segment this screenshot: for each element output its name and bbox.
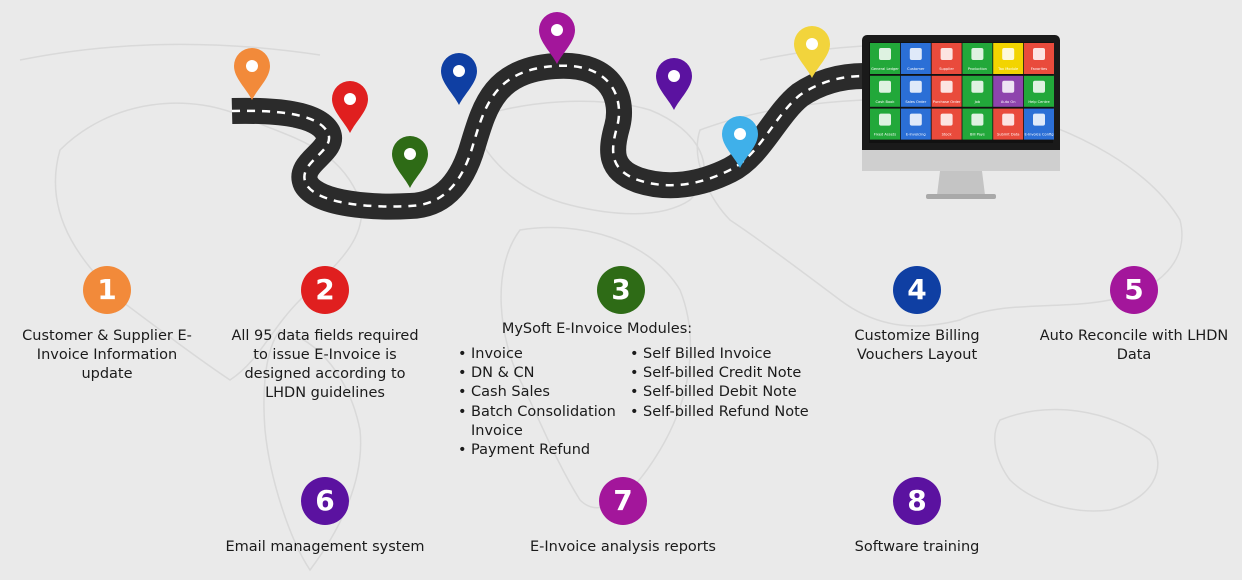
monitor-base (926, 194, 996, 199)
step-6: 6 Email management system (206, 477, 444, 557)
map-pin-icon (332, 81, 368, 133)
map-pin-icon (441, 53, 477, 105)
tile-label: Supplier (939, 67, 954, 71)
step-number-badge: 6 (301, 477, 349, 525)
step-number-badge: 8 (893, 477, 941, 525)
step-1: 1 Customer & Supplier E- Invoice Informa… (14, 266, 200, 384)
tile-label: E-Invoice Config (1024, 133, 1053, 137)
modules-list-right: Self Billed InvoiceSelf-billed Credit No… (630, 345, 810, 460)
module-item: Batch Consolidation Invoice (458, 403, 630, 441)
step-3: 3 MySoft E-Invoice Modules: InvoiceDN & … (458, 266, 816, 460)
map-pin-icon (794, 26, 830, 78)
monitor-chin (862, 150, 1060, 171)
map-pin-icon (722, 116, 758, 168)
modules-heading: MySoft E-Invoice Modules: (501, 321, 693, 337)
step-number-badge: 2 (301, 266, 349, 314)
tile-label: Submit Data (997, 133, 1019, 137)
step-caption: All 95 data fields required to issue E-I… (231, 328, 419, 401)
tile-label: Stock (942, 133, 953, 137)
invoicing-icon: E-Invoicing (900, 108, 931, 140)
stock-icon: Stock (931, 108, 962, 140)
map-pin-icon (392, 136, 428, 188)
tile-label: Favorites (1031, 67, 1047, 71)
tile-label: Production (968, 67, 987, 71)
step-2: 2 All 95 data fields required to issue E… (222, 266, 428, 403)
map-pin-icon (234, 48, 270, 100)
step-number-badge: 5 (1110, 266, 1158, 314)
step-caption: Software training (854, 539, 980, 555)
app-tile-grid: General Ledger Customer Supplier Production… (870, 43, 1054, 140)
module-item: Self-billed Credit Note (630, 364, 810, 383)
fixed-assets-icon: Fixed Assets (870, 108, 900, 140)
tile-label: Job (974, 100, 981, 104)
bill-icon: Bill Pays (962, 108, 993, 140)
heart-icon: Favorites (1024, 43, 1054, 74)
step-number-badge: 4 (893, 266, 941, 314)
tile-label: General Ledger (871, 67, 899, 71)
autoon-icon: Auto On (993, 75, 1024, 107)
step-number-badge: 1 (83, 266, 131, 314)
step-caption: Auto Reconcile with LHDN Data (1039, 328, 1229, 363)
modules-list-left: InvoiceDN & CNCash SalesBatch Consolidat… (458, 345, 630, 460)
step-caption: Customer & Supplier E- Invoice Informati… (22, 328, 192, 382)
step-number-badge: 3 (597, 266, 645, 314)
module-item: Self-billed Debit Note (630, 383, 810, 402)
tile-label: Sales Order (905, 100, 926, 104)
module-item: Invoice (458, 345, 630, 364)
supplier-icon: Supplier (931, 43, 962, 74)
module-item: Cash Sales (458, 383, 630, 402)
ledger-icon: General Ledger (870, 43, 900, 74)
production-icon: Production (962, 43, 993, 74)
step-number-badge: 7 (599, 477, 647, 525)
job-icon: Job (962, 75, 993, 107)
step-7: 7 E-Invoice analysis reports (504, 477, 742, 557)
tile-label: Tax Module (997, 67, 1019, 71)
module-item: Self-billed Refund Note (630, 403, 810, 422)
order-icon: Sales Order (900, 75, 931, 107)
step-caption: E-Invoice analysis reports (529, 539, 716, 555)
tile-label: Cash Book (876, 100, 896, 104)
computer-monitor: General Ledger Customer Supplier Production… (862, 35, 1060, 199)
tile-label: Fixed Assets (874, 133, 896, 137)
tile-label: Customer (907, 67, 925, 71)
module-item: Payment Refund (458, 441, 630, 460)
einvoice-icon: E-Invoice Config (1024, 108, 1054, 140)
location-pins (234, 12, 830, 188)
modules-columns: InvoiceDN & CNCash SalesBatch Consolidat… (458, 345, 816, 460)
submit-icon: Submit Data (993, 108, 1024, 140)
step-caption: Customize Billing Vouchers Layout (854, 328, 980, 363)
customer-icon: Customer (900, 43, 931, 74)
map-pin-icon (656, 58, 692, 110)
purchase-icon: Purchase Order (931, 75, 962, 107)
sst-icon: Tax Module (993, 43, 1024, 74)
tile-label: E-Invoicing (906, 133, 926, 137)
road-surface (231, 52, 865, 220)
winding-road (231, 52, 865, 220)
help-icon: Help Centre (1024, 75, 1054, 107)
step-8: 8 Software training (818, 477, 1016, 557)
tile-label: Help Centre (1028, 100, 1050, 104)
module-item: Self Billed Invoice (630, 345, 810, 364)
cash-icon: Cash Book (870, 75, 900, 107)
map-pin-icon (539, 12, 575, 64)
tile-label: Purchase Order (933, 100, 961, 104)
step-4: 4 Customize Billing Vouchers Layout (828, 266, 1006, 365)
tile-label: Auto On (1001, 100, 1016, 104)
tile-label: Bill Pays (970, 133, 985, 137)
step-caption: Email management system (225, 539, 425, 555)
step-5: 5 Auto Reconcile with LHDN Data (1030, 266, 1238, 365)
monitor-stand (937, 171, 985, 195)
module-item: DN & CN (458, 364, 630, 383)
